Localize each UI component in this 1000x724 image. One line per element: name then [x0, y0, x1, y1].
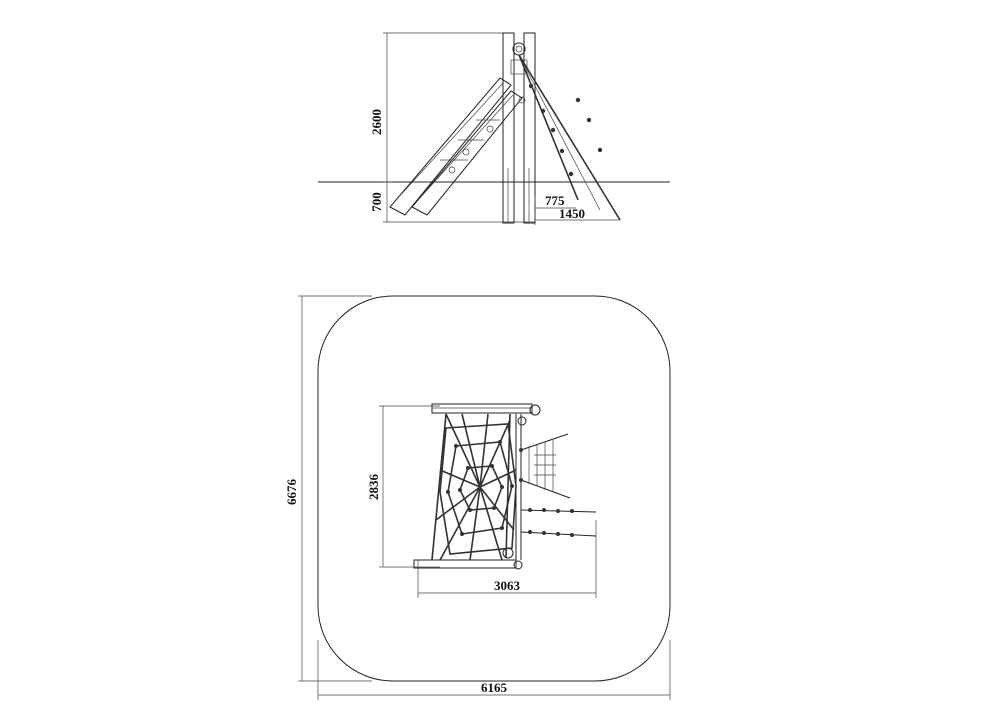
dim-height-above-ground: 2600 [369, 109, 384, 135]
post-right [523, 32, 536, 224]
dim-zone-width: 6165 [481, 680, 508, 695]
top-ring [512, 42, 526, 56]
spider-web-net [431, 413, 517, 561]
plan-rope [520, 508, 597, 537]
dim-frame-width: 3063 [494, 578, 521, 593]
dim-rope-offset-short: 775 [545, 193, 565, 208]
dim-depth-below-ground: 700 [369, 192, 384, 212]
plan-view: 6676 6165 2836 3063 [284, 295, 671, 700]
safety-zone-outline [317, 295, 671, 682]
top-beam [431, 403, 541, 426]
ladder-rails [389, 77, 526, 216]
dim-rope-offset-long: 1450 [559, 206, 585, 221]
dim-zone-height: 6676 [284, 479, 299, 506]
frame-vertical-bar [515, 414, 522, 560]
plan-ladder [519, 433, 571, 499]
rope-side [518, 54, 621, 221]
side-elevation-view: 2600 700 [318, 32, 670, 225]
dim-frame-height: 2836 [366, 474, 381, 501]
post-left [502, 32, 515, 224]
